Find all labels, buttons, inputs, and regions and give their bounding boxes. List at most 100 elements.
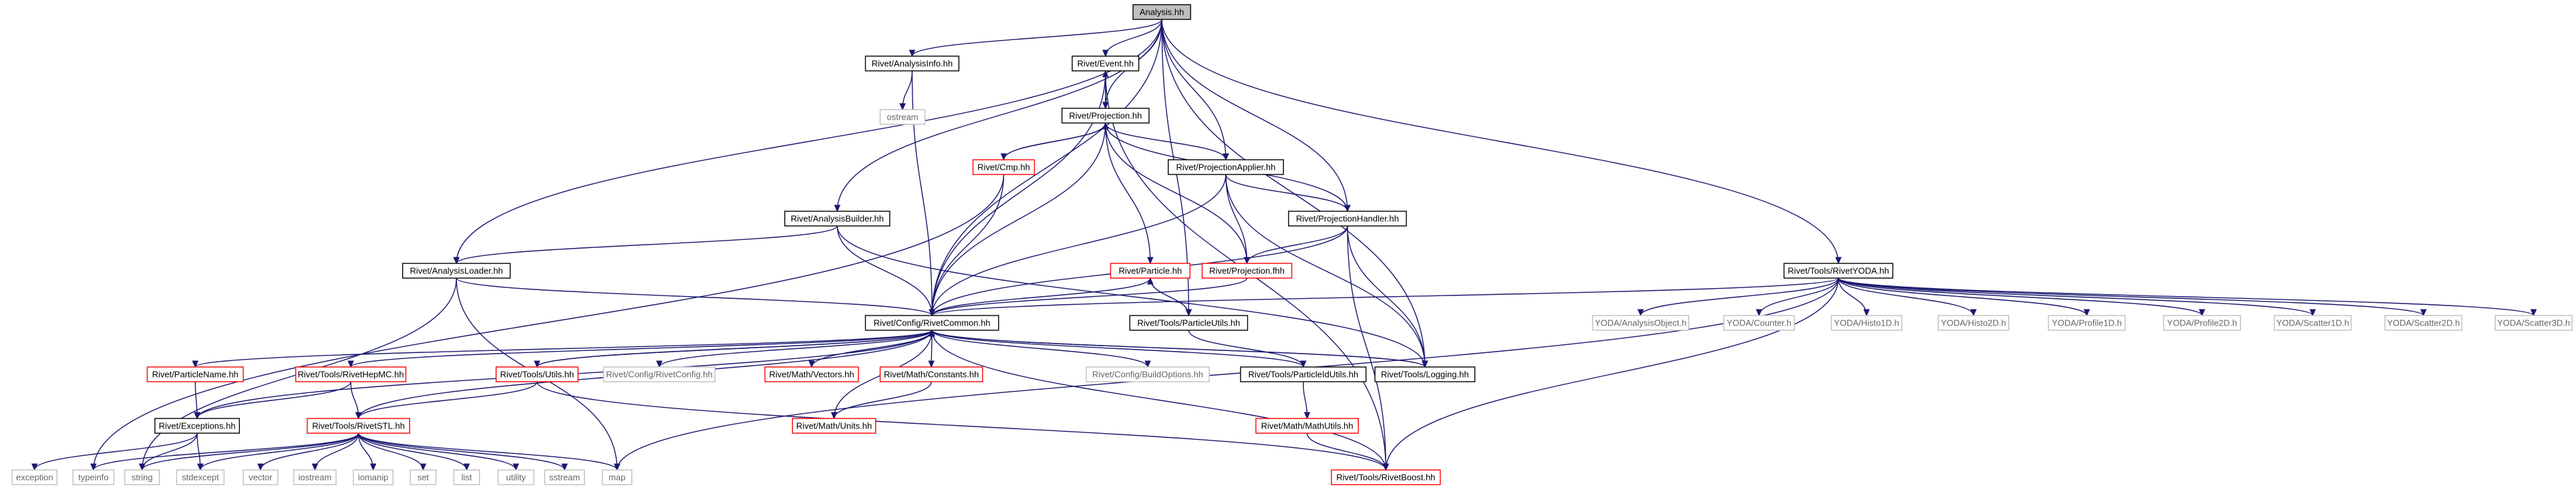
- arrowhead-constants-to-units: [830, 412, 838, 420]
- node-common[interactable]: Rivet/Config/RivetCommon.hh: [864, 315, 999, 331]
- node-logging[interactable]: Rivet/Tools/Logging.hh: [1374, 366, 1476, 382]
- node-label-buildopts: Rivet/Config/BuildOptions.hh: [1092, 369, 1203, 379]
- node-ys2: YODA/Scatter2D.h: [2384, 315, 2462, 331]
- node-label-projapplier: Rivet/ProjectionApplier.hh: [1176, 162, 1276, 172]
- node-rivetyoda[interactable]: Rivet/Tools/RivetYODA.hh: [1783, 263, 1894, 279]
- node-particlename[interactable]: Rivet/ParticleName.hh: [146, 366, 244, 382]
- node-label-rivetconfig: Rivet/Config/RivetConfig.hh: [606, 369, 713, 379]
- node-box-exception: [11, 469, 57, 485]
- node-label-projfhh: Rivet/Projection.fhh: [1209, 265, 1285, 275]
- edge-projection-to-common: [931, 122, 1106, 316]
- arrowhead-analysis-to-rivetyoda: [1835, 257, 1842, 265]
- node-label-list: list: [462, 472, 472, 482]
- arrowhead-mathutils-to-boost: [1382, 463, 1390, 471]
- node-event[interactable]: Rivet/Event.hh: [1072, 55, 1140, 72]
- node-label-yp1: YODA/Profile1D.h: [2052, 318, 2122, 328]
- edge-cmp-to-typeinfo: [93, 174, 1005, 471]
- node-projapplier[interactable]: Rivet/ProjectionApplier.hh: [1167, 159, 1284, 175]
- node-iostream: iostream: [293, 469, 337, 485]
- node-vectors[interactable]: Rivet/Math/Vectors.hh: [764, 366, 859, 382]
- node-string: string: [124, 469, 160, 485]
- arrowhead-utils-to-rivetstl: [355, 412, 362, 420]
- node-particle[interactable]: Rivet/Particle.hh: [1110, 263, 1190, 279]
- node-mathutils[interactable]: Rivet/Math/MathUtils.hh: [1255, 418, 1359, 434]
- node-label-iostream: iostream: [298, 472, 331, 482]
- node-label-hepmc: Rivet/Tools/RivetHepMC.hh: [298, 369, 404, 379]
- node-typeinfo: typeinfo: [72, 469, 115, 485]
- edge-rivetyoda-to-ys3: [1838, 277, 2535, 316]
- edge-rivetyoda-to-yh2: [1838, 277, 1974, 316]
- node-box-set: [410, 469, 437, 485]
- node-analysisbuilder[interactable]: Rivet/AnalysisBuilder.hh: [784, 211, 891, 227]
- arrowhead-analysis-to-analysisbuilder: [834, 205, 841, 213]
- edge-analysis-to-logging: [1161, 19, 1426, 368]
- node-label-rivetyoda: Rivet/Tools/RivetYODA.hh: [1788, 265, 1889, 275]
- node-box-projection: [1061, 108, 1150, 124]
- node-rivetstl[interactable]: Rivet/Tools/RivetSTL.hh: [307, 418, 410, 434]
- node-label-particlename: Rivet/ParticleName.hh: [152, 369, 238, 379]
- node-label-vectors: Rivet/Math/Vectors.hh: [769, 369, 854, 379]
- arrowhead-rivetyoda-to-yh2: [1970, 309, 1977, 317]
- node-particleutils[interactable]: Rivet/Tools/ParticleUtils.hh: [1129, 315, 1249, 331]
- node-exceptions[interactable]: Rivet/Exceptions.hh: [154, 418, 240, 434]
- node-analysis[interactable]: Analysis.hh: [1132, 4, 1191, 20]
- node-label-mathutils: Rivet/Math/MathUtils.hh: [1261, 420, 1353, 430]
- node-box-buildopts: [1086, 366, 1210, 382]
- node-box-ostream: [879, 109, 926, 125]
- node-projection[interactable]: Rivet/Projection.hh: [1061, 108, 1150, 124]
- node-boost[interactable]: Rivet/Tools/RivetBoost.hh: [1331, 469, 1441, 485]
- arrowhead-logging-to-common: [929, 329, 935, 337]
- edge-rivetstl-to-map: [357, 433, 618, 471]
- node-label-event: Rivet/Event.hh: [1078, 58, 1134, 68]
- node-utils[interactable]: Rivet/Tools/Utils.hh: [495, 366, 579, 382]
- node-box-event: [1072, 55, 1140, 72]
- node-ys1: YODA/Scatter1D.h: [2273, 315, 2352, 331]
- node-rivetconfig: Rivet/Config/RivetConfig.hh: [603, 366, 715, 382]
- node-box-ycounter: [1723, 315, 1795, 331]
- node-box-units: [792, 418, 876, 434]
- node-projhandler[interactable]: Rivet/ProjectionHandler.hh: [1288, 211, 1407, 227]
- edge-analysisbuilder-to-common: [836, 225, 933, 316]
- arrowhead-rivetstl-to-list: [463, 463, 470, 471]
- node-sstream: sstream: [544, 469, 585, 485]
- edge-particle-to-common: [931, 277, 1151, 316]
- node-label-exception: exception: [16, 472, 53, 482]
- node-box-boost: [1331, 469, 1441, 485]
- node-projfhh[interactable]: Rivet/Projection.fhh: [1201, 263, 1293, 279]
- node-box-utils: [495, 366, 579, 382]
- node-box-rivetyoda: [1783, 263, 1894, 279]
- edge-utils-to-boost: [536, 381, 1387, 471]
- node-units[interactable]: Rivet/Math/Units.hh: [792, 418, 876, 434]
- arrowhead-rivetstl-to-iomanip: [369, 463, 377, 471]
- edge-projhandler-to-projfhh: [1246, 225, 1348, 264]
- node-constants[interactable]: Rivet/Math/Constants.hh: [879, 366, 983, 382]
- node-analysisinfo[interactable]: Rivet/AnalysisInfo.hh: [864, 55, 960, 72]
- node-box-projfhh: [1201, 263, 1293, 279]
- node-label-analysisinfo: Rivet/AnalysisInfo.hh: [872, 58, 953, 68]
- node-label-yp2: YODA/Profile2D.h: [2167, 318, 2237, 328]
- node-box-cmp: [972, 159, 1035, 175]
- node-label-iomanip: iomanip: [358, 472, 389, 482]
- edge-analysisbuilder-to-analysisloader: [456, 225, 838, 264]
- node-box-particleutils: [1129, 315, 1249, 331]
- node-box-sstream: [544, 469, 585, 485]
- node-box-analysisbuilder: [784, 211, 891, 227]
- node-analysisloader[interactable]: Rivet/AnalysisLoader.hh: [402, 263, 511, 279]
- arrowhead-projection-to-event: [1102, 70, 1109, 78]
- node-box-pidutils: [1240, 366, 1367, 382]
- node-box-constants: [879, 366, 983, 382]
- node-hepmc[interactable]: Rivet/Tools/RivetHepMC.hh: [295, 366, 407, 382]
- arrowhead-projection-to-particle: [1147, 257, 1154, 265]
- node-cmp[interactable]: Rivet/Cmp.hh: [972, 159, 1035, 175]
- node-pidutils[interactable]: Rivet/Tools/ParticleIdUtils.hh: [1240, 366, 1367, 382]
- arrowhead-rivetstl-to-vector: [257, 463, 264, 471]
- arrowhead-common-to-vectors: [808, 360, 815, 368]
- node-label-common: Rivet/Config/RivetCommon.hh: [874, 318, 991, 328]
- node-box-analysisloader: [402, 263, 511, 279]
- node-iomanip: iomanip: [353, 469, 394, 485]
- node-box-particle: [1110, 263, 1190, 279]
- edge-projhandler-to-boost: [1347, 225, 1387, 471]
- edge-analysis-to-common: [931, 19, 1162, 316]
- edge-rivetyoda-to-ycounter: [1758, 277, 1839, 316]
